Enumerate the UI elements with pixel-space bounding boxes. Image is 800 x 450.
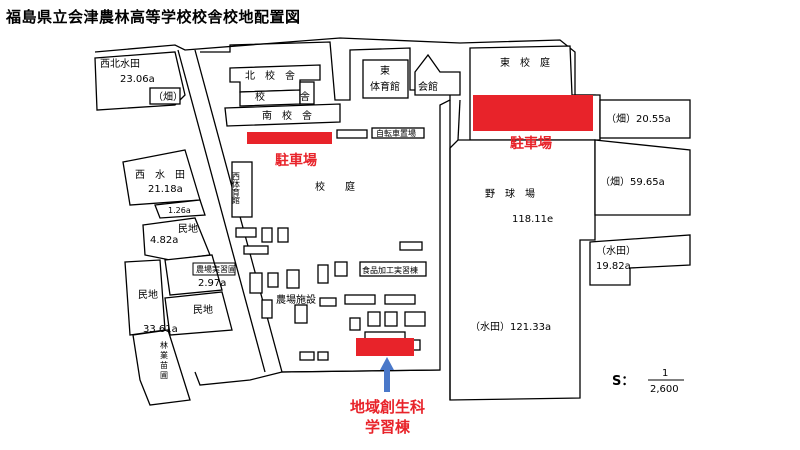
hata-59-plot (594, 139, 691, 216)
scale-denominator: 2,600 (650, 384, 679, 395)
label-hata-small: （畑） (153, 90, 183, 103)
label-rinyo-4: 圃 (160, 371, 168, 380)
yakyujo-field (449, 139, 596, 401)
label-rinyo-3: 苗 (160, 361, 168, 370)
label-area-482: 4.82a (150, 235, 178, 246)
label-area-3361: 33.61a (143, 324, 178, 335)
suiden-1982-plot (589, 234, 691, 286)
label-rinyo-2: 業 (160, 350, 168, 360)
farm-buildings (235, 227, 427, 361)
label-new-building-line2: 学習棟 (365, 418, 411, 436)
label-minchi-3: 民地 (193, 303, 213, 316)
page-title: 福島県立会津農林高等学校校舎校地配置図 (6, 8, 301, 26)
label-new-building-line1: 地域創生科 (350, 398, 425, 416)
label-parking-right: 駐車場 (510, 135, 552, 152)
label-shokuhin: 食品加工実習棟 (362, 265, 418, 275)
label-nishikita-suiden: 西北水田 (100, 58, 140, 70)
label-rinyo-1: 林 (160, 340, 168, 350)
label-koutei: 校 庭 (315, 180, 355, 193)
label-nankousha: 南 校 舎 (262, 109, 312, 122)
hojo-box (192, 262, 236, 276)
nishi-taiikukan (231, 161, 253, 218)
label-higashi-2: 体育館 (370, 80, 400, 93)
hata-small-plot (149, 87, 181, 105)
label-kitakousha: 北 校 舎 (245, 69, 295, 82)
label-hata-59: （畑）59.65a (600, 175, 665, 188)
road-east-edge-2 (457, 99, 461, 141)
minchi-plot-3 (164, 291, 233, 336)
label-nishi-taiikukan: 西体育館 (232, 172, 241, 205)
kousha-mid-building (239, 89, 301, 107)
higashi-taiikukan (362, 59, 409, 99)
label-nishi-suiden-area: 21.18a (148, 184, 183, 195)
nankousha-building (224, 103, 341, 127)
label-higashi-1: 東 (380, 64, 390, 77)
label-area-126: 1.26a (168, 206, 191, 215)
road-south-2 (281, 369, 441, 373)
jitensha-okiba-2 (371, 127, 425, 139)
label-hojo: 農場実習圃 (196, 264, 236, 274)
parking-right-marker (473, 95, 593, 131)
parking-left-marker (247, 132, 332, 144)
rinyo-plot (132, 329, 191, 406)
label-suiden-1982-area: 19.82a (596, 261, 631, 272)
label-hojo-area: 2.97a (198, 278, 226, 289)
label-parking-left: 駐車場 (275, 152, 317, 169)
new-building-marker (356, 338, 414, 356)
label-yakyujo-area: 118.11e (512, 214, 553, 225)
hata-east-plot (599, 99, 691, 139)
label-yakyujo: 野 球 場 (485, 187, 535, 200)
scale-numerator: 1 (662, 368, 668, 379)
label-kou: 校 (255, 90, 265, 103)
campus-boundary (200, 41, 451, 373)
label-jitensha: 自転車置場 (376, 128, 416, 138)
kousha-connector (299, 81, 315, 105)
road-diagonal-edge-1 (177, 49, 266, 373)
label-minchi-1: 民地 (178, 222, 198, 235)
label-nishi-suiden: 西 水 田 (135, 169, 185, 181)
kaigikan-building (414, 53, 461, 96)
label-minchi-2: 民地 (138, 288, 158, 301)
label-kaigikan: 会館 (418, 80, 438, 93)
plot-126 (154, 199, 206, 219)
jitensha-okiba (336, 129, 368, 139)
label-higashi-koutei: 東 校 庭 (500, 56, 550, 69)
label-nojo-shisetsu: 農場施設 (276, 293, 316, 306)
label-hata-east: （畑）20.55a (606, 112, 671, 125)
scale-prefix: S： (612, 374, 634, 389)
label-nishikita-suiden-area: 23.06a (120, 74, 155, 85)
arrow-up-icon (380, 357, 394, 392)
label-suiden-1982: （水田） (596, 245, 636, 257)
label-sha: 舎 (300, 91, 310, 103)
label-suiden-121: （水田）121.33a (470, 321, 551, 333)
road-south (194, 371, 283, 386)
